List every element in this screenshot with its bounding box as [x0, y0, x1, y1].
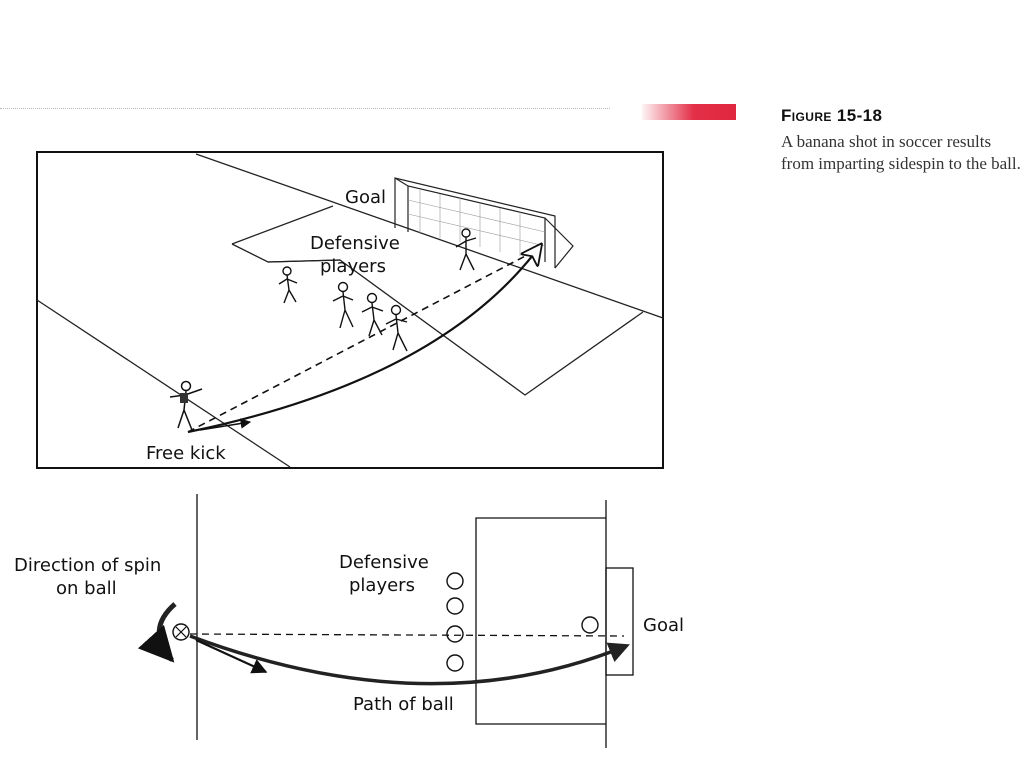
defender-marker [446, 597, 464, 615]
curved-ball-path [187, 246, 540, 434]
direct-path-dashed [187, 251, 534, 433]
defensive-players-label-line1: Defensive [339, 552, 429, 573]
defender-marker [446, 572, 464, 590]
accent-bar [642, 104, 736, 120]
top-down-diagram: Direction of spin on ball Defensive play… [14, 494, 684, 748]
goal-line [195, 153, 664, 319]
goal-top-down [605, 567, 634, 676]
caption-text: A banana shot in soccer results from imp… [781, 132, 1021, 173]
perspective-diagram: Goal Defensive players Free kick [36, 151, 664, 469]
direct-line-dashed [189, 633, 625, 637]
free-kick-label: Free kick [146, 443, 226, 464]
defender-markers [446, 572, 599, 672]
ball-icon [172, 623, 190, 641]
defender-marker [446, 654, 464, 672]
defensive-players-label-line2: players [320, 256, 386, 277]
spin-rotation-arrow-icon [137, 602, 177, 663]
goalkeeper-marker [581, 616, 599, 634]
spin-direction-arrow [199, 418, 252, 431]
defensive-players-label-line2: players [349, 575, 415, 596]
kicker-figure [169, 380, 203, 431]
spin-deflection-arrow [195, 638, 268, 674]
spin-label-line2: on ball [56, 578, 117, 599]
touch-line [36, 299, 291, 468]
path-of-ball-label: Path of ball [353, 694, 454, 715]
figure-number: Figure 15-18 [781, 106, 883, 125]
goal-label: Goal [345, 187, 386, 208]
defender-figure [385, 304, 408, 352]
spin-label-line1: Direction of spin [14, 555, 161, 576]
goal-label: Goal [643, 615, 684, 636]
penalty-box-top-down [475, 517, 606, 725]
defensive-players-label-line1: Defensive [310, 233, 400, 254]
penalty-box-back [231, 205, 334, 245]
goal-net [394, 177, 574, 269]
defender-figure [361, 292, 384, 337]
curved-path-top-down [189, 634, 630, 686]
defender-figure [332, 281, 354, 329]
defender-marker [446, 625, 464, 643]
figure-caption: Figure 15-18 A banana shot in soccer res… [781, 106, 1021, 175]
dotted-rule [0, 108, 610, 109]
defender-figure [278, 266, 298, 304]
goalkeeper-figure [455, 228, 477, 271]
top-diagram-frame [36, 151, 664, 469]
field-lines [36, 153, 664, 468]
